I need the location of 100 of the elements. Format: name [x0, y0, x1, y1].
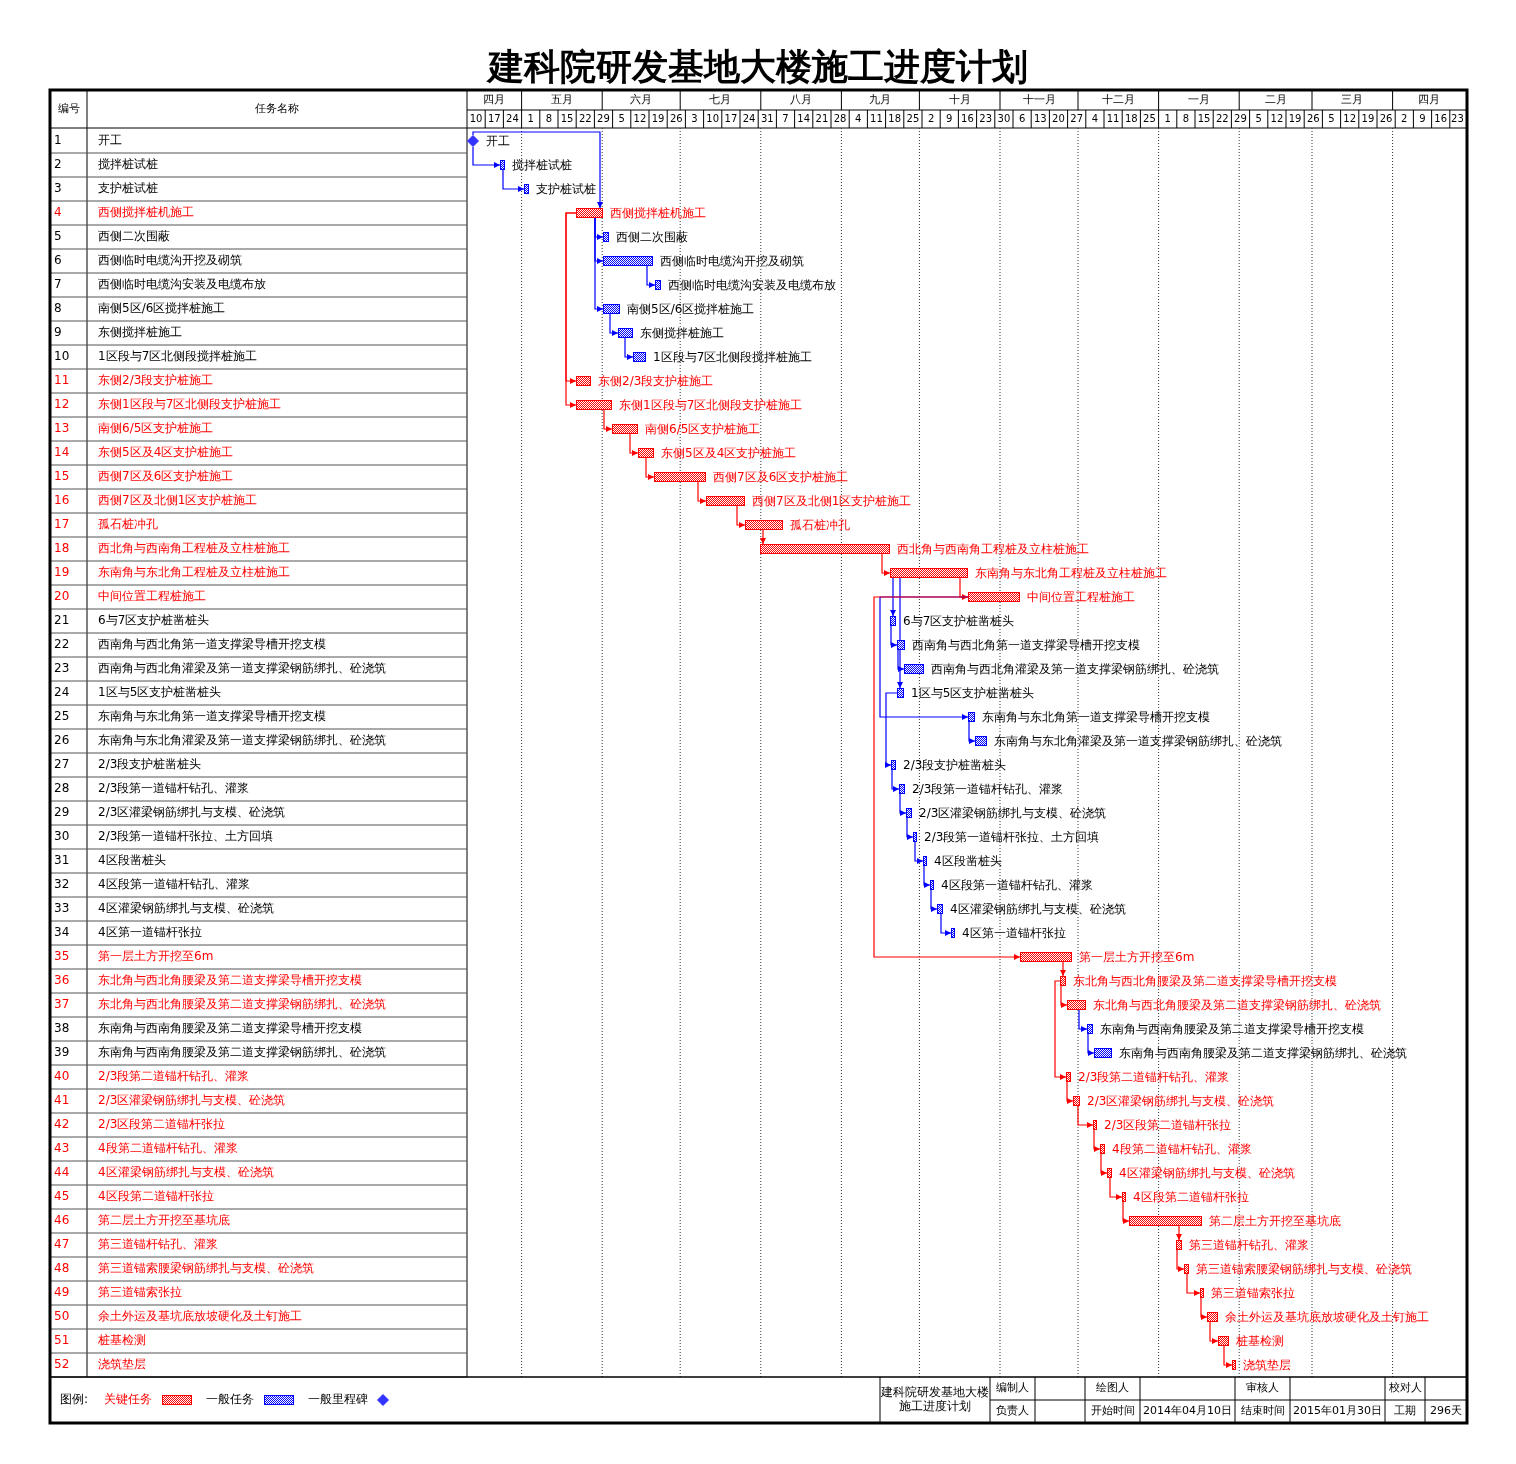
task-name: 东南角与东北角第一道支撑梁导槽开挖支模: [98, 710, 326, 724]
task-bar: [603, 256, 653, 266]
month-header: 一月: [1187, 93, 1210, 107]
dependency-arrow: [502, 169, 525, 192]
week-date: 12: [633, 113, 647, 125]
task-bar: [1073, 1096, 1080, 1106]
bar-label: 中间位置工程桩施工: [1027, 590, 1135, 604]
row-number: 46: [54, 1214, 70, 1228]
week-date: 13: [1033, 113, 1047, 125]
week-date: 8: [545, 113, 553, 125]
task-name: 西南角与西北角第一道支撑梁导槽开挖支模: [98, 638, 326, 652]
week-date: 6: [1018, 113, 1026, 125]
week-date: 31: [760, 113, 774, 125]
task-bar: [890, 616, 896, 626]
task-name: 1区与5区支护桩凿桩头: [98, 686, 222, 700]
bar-label: 2/3区段第二道锚杆张拉: [1104, 1118, 1232, 1132]
task-name: 西侧搅拌桩机施工: [98, 206, 194, 220]
row-number: 29: [54, 806, 70, 820]
dependency-arrow: [1109, 1177, 1123, 1200]
week-date: 17: [724, 113, 738, 125]
week-date: 5: [618, 113, 625, 125]
bar-label: 第三道锚索张拉: [1211, 1286, 1295, 1300]
task-name: 第二层土方开挖至基坑底: [98, 1214, 230, 1228]
task-bar: [576, 400, 612, 410]
row-number: 41: [54, 1094, 70, 1108]
task-name: 余土外运及基坑底放坡硬化及土钉施工: [98, 1310, 302, 1324]
bar-label: 桩基检测: [1236, 1334, 1284, 1348]
dependency-arrow: [1176, 1225, 1182, 1241]
month-header: 十月: [948, 93, 971, 107]
field-label: 开始时间: [1090, 1405, 1135, 1418]
task-name: 4区第一道锚杆张拉: [98, 926, 202, 940]
week-date: 19: [1288, 113, 1302, 125]
task-bar: [603, 232, 609, 242]
dependency-arrow: [629, 433, 639, 456]
task-name: 东侧2/3段支护桩施工: [98, 374, 214, 388]
month-header: 五月: [550, 93, 573, 107]
month-header: 四月: [483, 93, 506, 107]
task-name: 1区段与7区北侧段搅拌桩施工: [98, 350, 258, 364]
task-name: 2/3段第一道锚杆张拉、土方回填: [98, 830, 274, 844]
task-name: 第三道锚索张拉: [98, 1286, 182, 1300]
week-date: 26: [1306, 113, 1320, 125]
legend-label: 关键任务: [104, 1393, 152, 1407]
task-name: 2/3区段第二道锚杆张拉: [98, 1118, 226, 1132]
task-bar: [897, 640, 905, 650]
dependency-arrow: [890, 625, 898, 648]
task-bar: [633, 352, 646, 362]
task-name: 西侧临时电缆沟安装及电缆布放: [98, 278, 266, 292]
task-bar: [706, 496, 745, 506]
week-date: 26: [1379, 113, 1393, 125]
dependency-arrow: [914, 841, 924, 864]
week-date: 9: [946, 113, 953, 125]
task-name: 第三道锚索腰梁钢筋绑扎与支模、砼浇筑: [98, 1262, 314, 1276]
bar-label: 东南角与西南角腰梁及第二道支撑梁导槽开挖支模: [1100, 1022, 1364, 1036]
row-number: 16: [54, 494, 70, 508]
task-bar: [760, 544, 890, 554]
dependency-arrow: [1223, 1345, 1233, 1368]
month-header: 三月: [1341, 93, 1364, 107]
bar-label: 西侧搅拌桩机施工: [610, 206, 706, 220]
dependency-arrow: [906, 817, 914, 840]
bar-label: 4区段凿桩头: [934, 854, 1002, 868]
task-name: 西侧7区及6区支护桩施工: [98, 470, 234, 484]
row-number: 7: [54, 278, 62, 292]
row-number: 12: [54, 398, 70, 412]
task-name: 2/3段支护桩凿桩头: [98, 758, 202, 772]
bar-label: 4区灌梁钢筋绑扎与支模、砼浇筑: [950, 902, 1126, 916]
bar-label: 2/3段第二道锚杆钻孔、灌浆: [1078, 1070, 1230, 1084]
task-bar: [1066, 1072, 1071, 1082]
dependency-arrow: [885, 692, 898, 768]
task-name: 东侧搅拌桩施工: [98, 326, 182, 340]
task-name: 东南角与西南角腰梁及第二道支撑梁钢筋绑扎、砼浇筑: [98, 1046, 386, 1060]
dependency-arrow: [472, 146, 501, 168]
bar-label: 西北角与西南角工程桩及立柱桩施工: [897, 542, 1089, 556]
plan-title: 建科院研发基地大楼施工进度计划: [880, 1386, 990, 1414]
dependency-arrow: [1093, 1129, 1101, 1152]
task-name: 第三道锚杆钻孔、灌浆: [98, 1238, 218, 1252]
field-label: 审核人: [1246, 1382, 1279, 1395]
task-name: 4区段第一道锚杆钻孔、灌浆: [98, 878, 250, 892]
row-number: 35: [54, 950, 70, 964]
week-date: 27: [1070, 113, 1084, 125]
row-number: 26: [54, 734, 70, 748]
task-bar: [603, 304, 620, 314]
month-header: 十二月: [1101, 93, 1135, 107]
bar-label: 西南角与西北角灌梁及第一道支撑梁钢筋绑扎、砼浇筑: [931, 662, 1219, 676]
week-date: 28: [833, 113, 847, 125]
task-bar: [1067, 1000, 1086, 1010]
dependency-arrow: [1209, 1321, 1219, 1344]
field-label: 校对人: [1388, 1382, 1422, 1395]
week-date: 29: [597, 113, 610, 125]
bar-label: 东南角与东北角灌梁及第一道支撑梁钢筋绑扎、砼浇筑: [994, 734, 1282, 748]
task-name: 东北角与西北角腰梁及第二道支撑梁导槽开挖支模: [98, 974, 362, 988]
week-date: 20: [1052, 113, 1065, 125]
row-number: 42: [54, 1118, 70, 1132]
row-number: 9: [54, 326, 62, 340]
bar-label: 孤石桩冲孔: [790, 518, 850, 532]
task-bar: [906, 808, 912, 818]
week-date: 25: [1143, 113, 1156, 125]
legend-label: 一般任务: [206, 1393, 254, 1407]
chart-title: 建科院研发基地大楼施工进度计划: [488, 46, 1028, 88]
row-number: 4: [54, 206, 62, 220]
row-number: 49: [54, 1286, 70, 1300]
